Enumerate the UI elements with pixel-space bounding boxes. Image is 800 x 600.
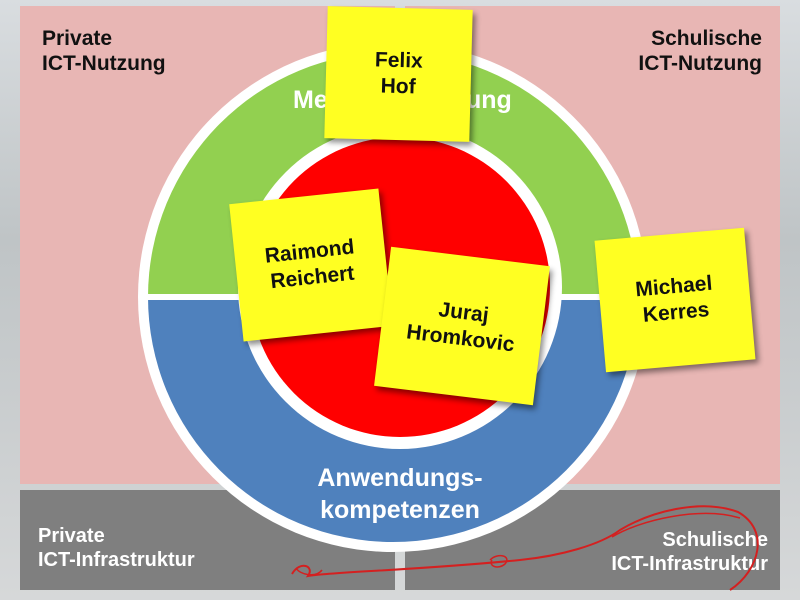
- sticky-note-raimond-reichert: Raimond Reichert: [229, 188, 393, 342]
- sticky-note-juraj-hromkovic: Juraj Hromkovic: [374, 246, 550, 406]
- ring-bottom-label: Anwendungs- kompetenzen: [317, 464, 483, 524]
- label-schulische-ict-nutzung: Schulische ICT-Nutzung: [638, 27, 762, 75]
- sticky-note-felix-hof: Felix Hof: [324, 6, 473, 142]
- ring-top-label-start: Me: [293, 86, 328, 114]
- label-private-ict-infrastruktur: Private ICT-Infrastruktur: [38, 525, 195, 571]
- label-schulische-ict-infrastruktur: Schulische ICT-Infrastruktur: [611, 529, 768, 575]
- label-private-ict-nutzung: Private ICT-Nutzung: [42, 27, 166, 75]
- ring-top-label-end: ung: [466, 86, 512, 114]
- sticky-note-michael-kerres: Michael Kerres: [594, 227, 756, 373]
